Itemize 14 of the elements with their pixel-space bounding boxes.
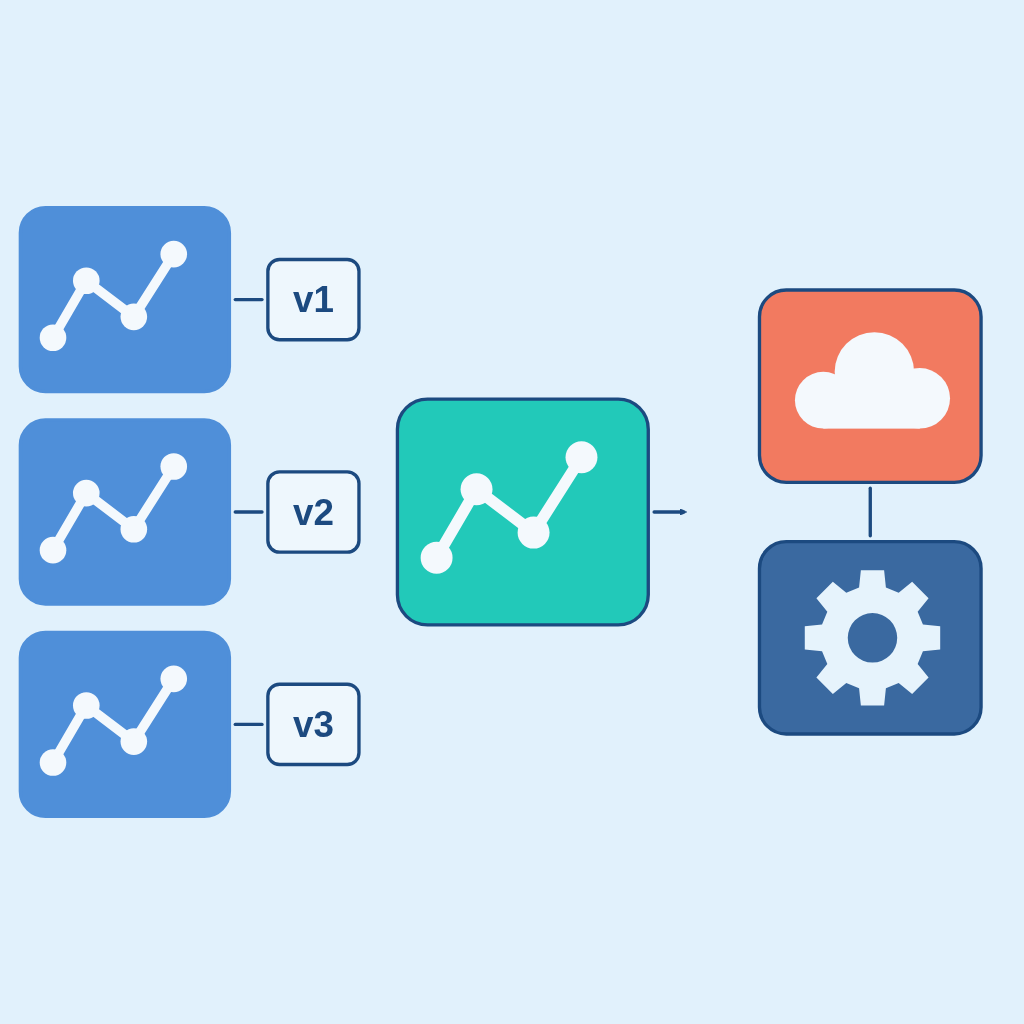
arrow bbox=[652, 508, 688, 516]
connector-line bbox=[233, 297, 264, 302]
icon-tile bbox=[757, 288, 983, 484]
icon-tile bbox=[18, 630, 232, 819]
version-tag: v2 bbox=[266, 470, 361, 554]
icon-tile bbox=[395, 397, 650, 627]
version-tag: v3 bbox=[266, 682, 361, 767]
version-tag: v1 bbox=[266, 257, 361, 342]
connector-line bbox=[233, 722, 264, 727]
icon-tile bbox=[18, 418, 232, 606]
icon-tile bbox=[18, 205, 232, 394]
icon-tile bbox=[757, 540, 983, 736]
connector-line bbox=[868, 486, 872, 538]
connector-line bbox=[233, 510, 264, 514]
